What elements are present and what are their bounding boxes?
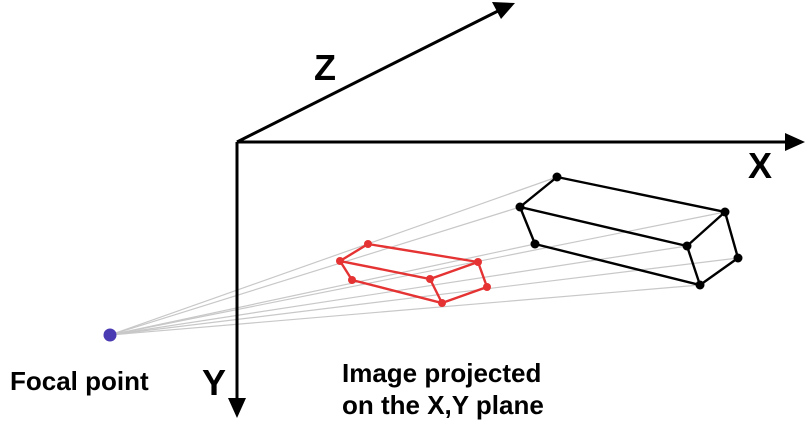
x-axis-arrowhead: [785, 133, 805, 151]
x-axis-label: X: [748, 145, 772, 186]
projection-rays: [109, 176, 739, 336]
ray: [109, 176, 558, 336]
z-axis-label: Z: [314, 47, 336, 88]
focal-point-marker: [103, 328, 117, 342]
projected-vertex: [336, 257, 344, 265]
y-axis-label: Y: [202, 362, 226, 403]
object-vertex: [695, 280, 705, 290]
projected-vertex: [438, 299, 446, 307]
axes: [228, 2, 805, 418]
object-right-face: [699, 211, 740, 286]
ray: [109, 284, 701, 336]
ray: [109, 206, 521, 336]
projected-box: [336, 240, 491, 307]
object-top-face: [517, 175, 728, 248]
projected-vertex: [426, 275, 434, 283]
projected-vertex: [364, 240, 372, 248]
z-axis-arrowhead: [492, 2, 515, 19]
ray: [109, 257, 739, 336]
object-vertex: [733, 253, 743, 263]
ray: [109, 211, 726, 336]
object-vertex: [552, 172, 562, 182]
object-box: [515, 172, 743, 290]
projected-top-face: [336, 242, 479, 281]
projection-caption-line1: Image projected: [342, 358, 541, 388]
ray: [109, 245, 688, 336]
z-axis: [236, 8, 501, 144]
projected-vertex: [348, 276, 356, 284]
object-vertex: [682, 241, 692, 251]
object-vertex: [530, 239, 540, 249]
object-front-face: [518, 206, 702, 287]
projection-caption-line2: on the X,Y plane: [342, 390, 544, 420]
object-vertex: [720, 207, 730, 217]
projected-vertex: [483, 283, 491, 291]
object-vertex: [515, 202, 525, 212]
projected-front-face: [338, 260, 445, 305]
y-axis-arrowhead: [228, 398, 246, 418]
ray: [109, 243, 536, 336]
focal-point-label: Focal point: [10, 366, 149, 396]
projected-vertex: [474, 258, 482, 266]
